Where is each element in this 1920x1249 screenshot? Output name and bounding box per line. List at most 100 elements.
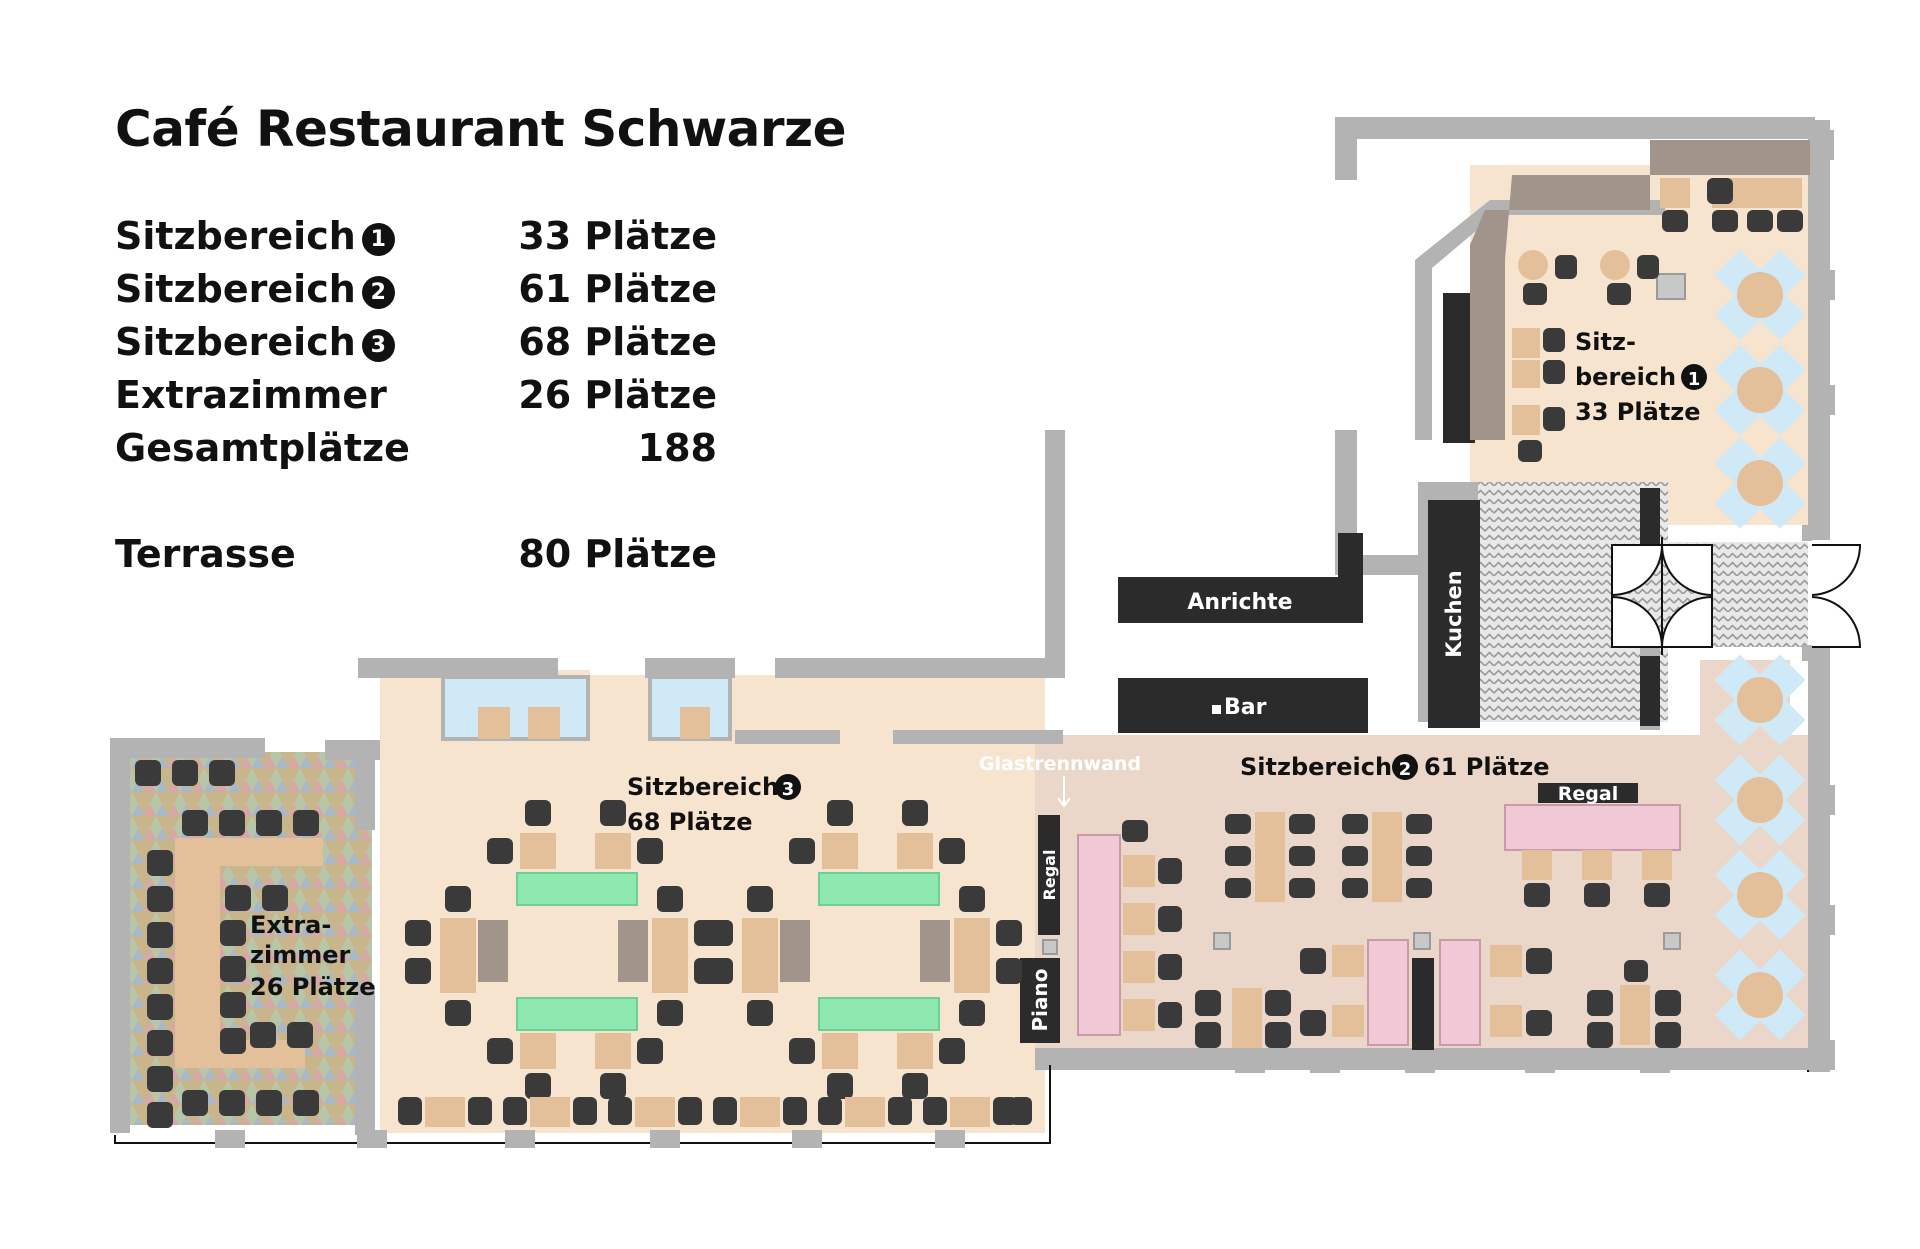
terrace-round-table (1737, 367, 1783, 413)
area-1-line-1: Sitz- (1575, 328, 1636, 356)
wall (775, 658, 1065, 678)
chair (250, 1022, 276, 1048)
table (1123, 999, 1155, 1031)
table (1123, 903, 1155, 935)
pillar-square (1656, 273, 1686, 300)
chair (939, 838, 965, 864)
doors (1611, 537, 1862, 655)
chair (939, 1038, 965, 1064)
chair (405, 958, 431, 984)
badge-2-icon (1392, 754, 1418, 780)
green-table (516, 872, 638, 906)
area-1-seats: 33 Plätze (1575, 398, 1700, 426)
table (950, 1097, 990, 1127)
bench (780, 920, 810, 982)
chair (1624, 960, 1648, 982)
legend-value: 26 Plätze (518, 373, 717, 417)
chair (1158, 954, 1182, 980)
column-2 (1640, 656, 1660, 726)
chair (1300, 948, 1326, 974)
terrace-table (1714, 249, 1806, 341)
chair (1543, 360, 1565, 384)
extra-line-2: zimmer (250, 941, 350, 969)
chair (147, 1066, 173, 1092)
pink-bench (1077, 834, 1121, 1036)
table (520, 833, 556, 869)
chair (468, 1097, 492, 1125)
table (680, 707, 710, 739)
floor-kuchen-zigzag (1478, 482, 1668, 722)
chair (503, 1097, 527, 1125)
area-1-badge: 1 (1688, 369, 1701, 390)
chair (487, 838, 513, 864)
table (1512, 405, 1540, 435)
chair (445, 1000, 471, 1026)
chair (1523, 283, 1547, 305)
green-table (818, 872, 940, 906)
green-table (516, 997, 638, 1031)
window-stub (1235, 1055, 1265, 1073)
table (440, 918, 476, 993)
table (528, 707, 560, 739)
chair (923, 1097, 947, 1125)
chair (902, 1073, 928, 1099)
window-stub (792, 1130, 822, 1148)
window-stub (505, 1130, 535, 1148)
table (1372, 812, 1402, 902)
chair (637, 838, 663, 864)
window-stub (1815, 785, 1835, 815)
area-3-seats: 68 Plätze (627, 808, 752, 836)
chair (147, 1030, 173, 1056)
chair (220, 956, 246, 982)
table (1332, 1005, 1364, 1037)
window-1 (441, 675, 590, 741)
chair (1342, 878, 1368, 898)
chair (783, 1097, 807, 1125)
legend-label: Terrasse (115, 532, 296, 576)
chair (1587, 990, 1613, 1016)
chair (525, 1073, 551, 1099)
regal-top-fixture (1538, 783, 1638, 803)
table (175, 838, 220, 1068)
chair (219, 1090, 245, 1116)
door-swing (1811, 596, 1862, 648)
pink-table (1504, 804, 1681, 851)
regal-vertical-label: Regal (1040, 850, 1059, 901)
legend-value: 188 (637, 426, 717, 470)
chair (1584, 883, 1610, 907)
page-title: Café Restaurant Schwarze (115, 100, 847, 158)
table (530, 1097, 570, 1127)
chair (1300, 1010, 1326, 1036)
window-stub (1525, 1055, 1555, 1073)
window-stub (1815, 270, 1835, 300)
area-3-badge: 3 (782, 779, 795, 800)
chair (209, 760, 235, 786)
bar-label: Bar (1224, 695, 1267, 720)
window-stub (357, 1130, 387, 1148)
table (595, 1033, 631, 1069)
glastrennwand-arrow-icon (1057, 776, 1071, 808)
chair (219, 810, 245, 836)
green-table (818, 997, 940, 1031)
wall (355, 740, 375, 830)
map-labels: Anrichte Bar Kuchen Regal Piano Regal Gl… (250, 328, 1707, 1032)
furniture (135, 178, 1803, 1128)
table (520, 1033, 556, 1069)
anrichte-counter (1118, 577, 1363, 623)
chair (262, 885, 288, 911)
table (822, 833, 858, 869)
table (822, 1033, 858, 1069)
chair (600, 800, 626, 826)
window-stub (650, 1130, 680, 1148)
pillar-square (1213, 932, 1231, 950)
chair (1747, 210, 1773, 232)
window-stubs (215, 130, 1835, 1148)
column-1 (1640, 488, 1660, 546)
pillar (1412, 958, 1434, 1050)
bar-icon (1212, 705, 1221, 714)
wall (355, 985, 375, 1135)
chair (1406, 878, 1432, 898)
wall (735, 730, 840, 744)
window-stub (1815, 1040, 1835, 1070)
